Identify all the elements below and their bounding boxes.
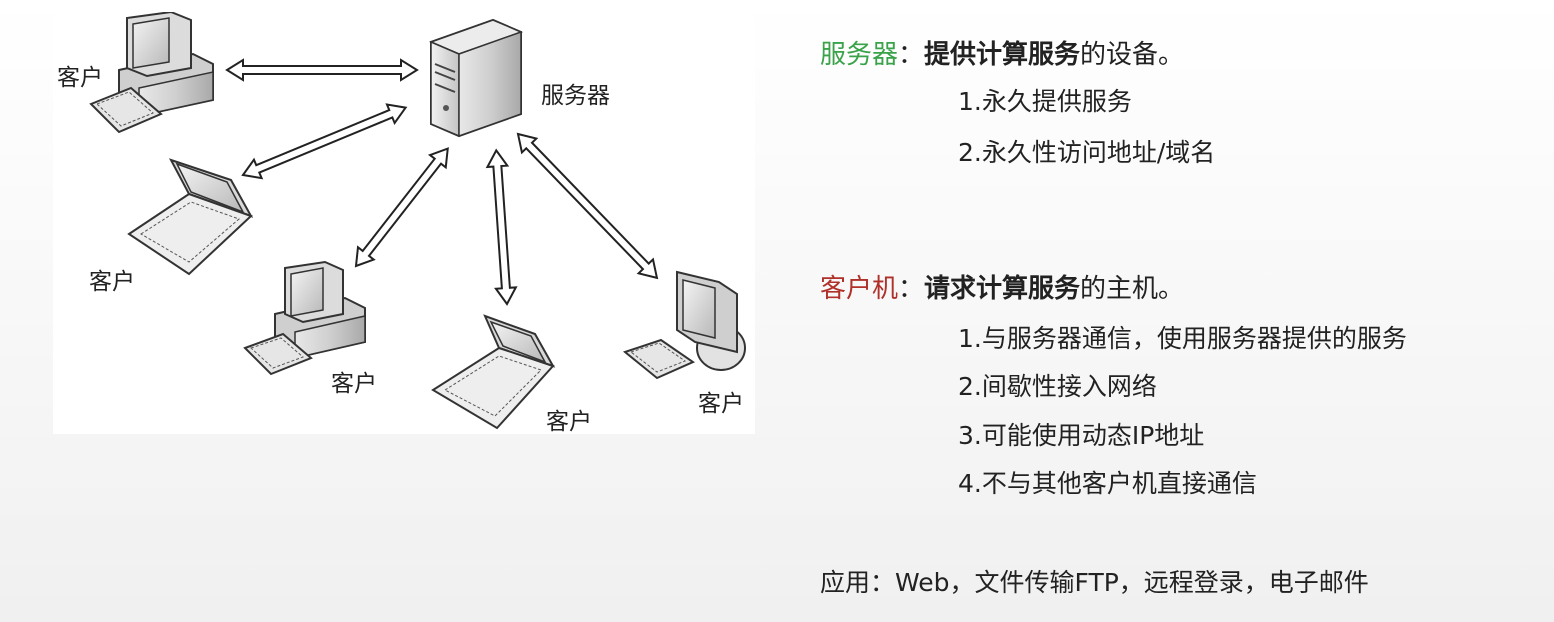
laptop-computer-icon	[129, 160, 251, 274]
client-item: 2.间歇性接入网络	[958, 374, 1157, 399]
server-definition-bold: 提供计算服务	[924, 40, 1080, 70]
client-label: 客户	[331, 364, 377, 398]
server-item: 1.永久提供服务	[958, 89, 1132, 114]
arrow-server-laptop-left	[239, 98, 409, 184]
client-definition: 客户机：请求计算服务的主机。	[820, 276, 1184, 302]
server-definition-rest: 的设备。	[1080, 40, 1184, 70]
server-colon: ：	[898, 40, 924, 70]
server-definition: 服务器：提供计算服务的设备。	[820, 42, 1184, 68]
desktop-computer-icon	[245, 262, 365, 374]
client-label: 客户	[57, 58, 103, 92]
server-label: 服务器	[541, 76, 610, 110]
arrow-server-monitor-right	[511, 127, 664, 285]
client-definition-rest: 的主机。	[1080, 274, 1184, 304]
applications-line: 应用：Web，文件传输FTP，远程登录，电子邮件	[820, 570, 1369, 595]
server-item: 2.永久性访问地址/域名	[958, 140, 1215, 165]
client-term: 客户机	[820, 274, 898, 304]
client-colon: ：	[898, 274, 924, 304]
client-label: 客户	[89, 262, 135, 296]
monitor-computer-icon	[625, 272, 745, 378]
client-label: 客户	[698, 384, 744, 418]
client-item: 4.不与其他客户机直接通信	[958, 471, 1257, 496]
client-item: 1.与服务器通信，使用服务器提供的服务	[958, 326, 1407, 351]
arrow-server-client-top-left	[227, 60, 417, 80]
server-term: 服务器	[820, 40, 898, 70]
client-item: 3.可能使用动态IP地址	[958, 423, 1204, 448]
desktop-computer-icon	[91, 12, 213, 132]
client-definition-bold: 请求计算服务	[924, 274, 1080, 304]
client-label: 客户	[546, 402, 592, 436]
server-tower-icon	[431, 20, 521, 136]
client-server-diagram: 服务器 客户 客户 客户 客户 客户	[53, 12, 755, 434]
arrow-server-laptop-bottom	[486, 150, 517, 305]
laptop-computer-icon	[433, 316, 553, 428]
arrow-server-client-bottom-left	[348, 142, 455, 272]
